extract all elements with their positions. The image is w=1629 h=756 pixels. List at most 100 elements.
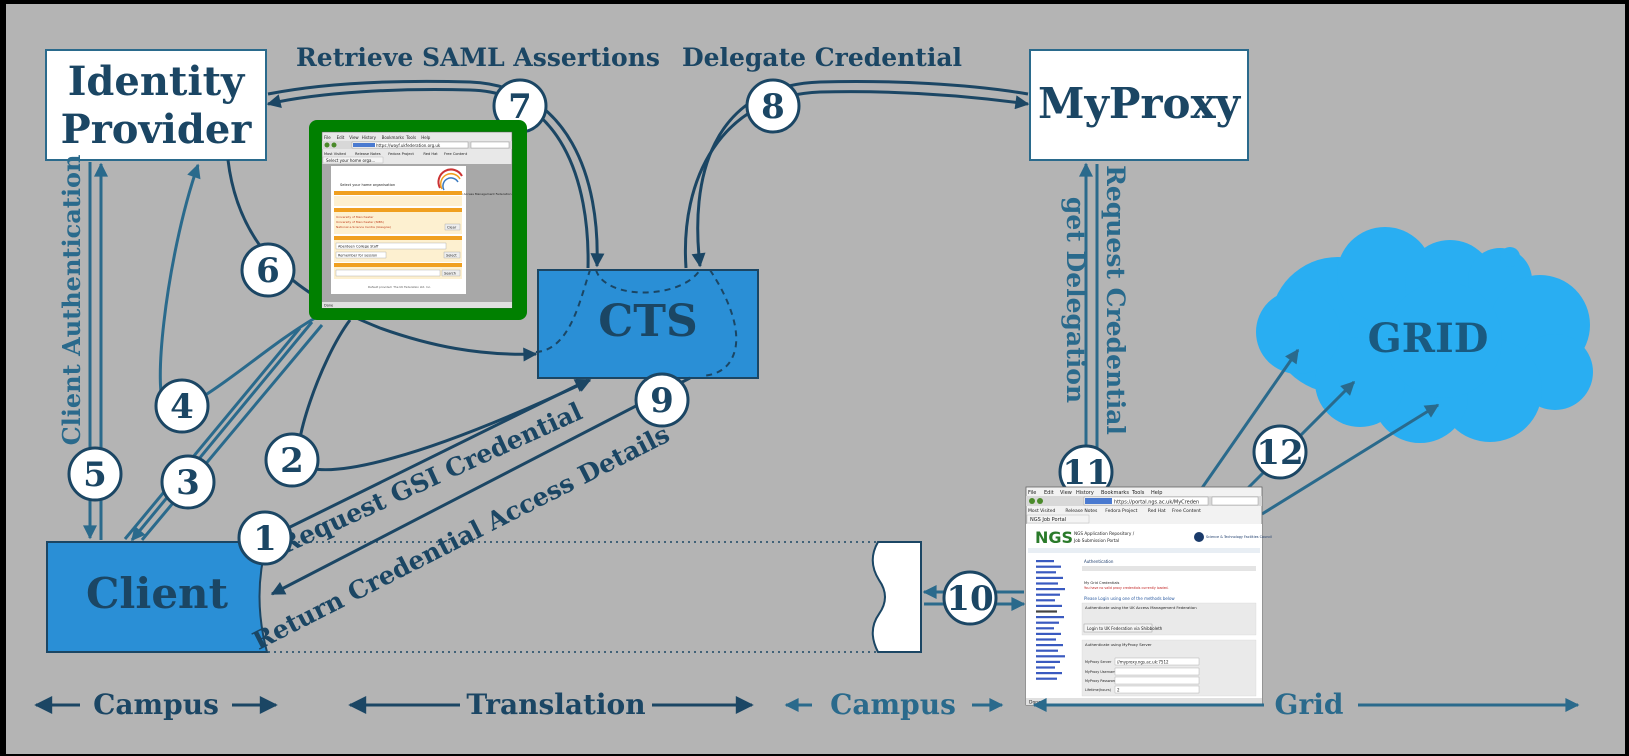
ngs-nav-link[interactable] bbox=[1036, 571, 1056, 574]
ngs-nav-link[interactable] bbox=[1036, 565, 1061, 568]
ukamf-org-2[interactable]: University of Manchester (NIBS) bbox=[336, 220, 384, 224]
ngs-nav-link[interactable] bbox=[1036, 632, 1061, 635]
client-label: Client bbox=[86, 569, 229, 618]
ngs-forward-icon[interactable] bbox=[1037, 498, 1043, 504]
ngs-ukamf-section-title: Authenticate using the UK Access Managem… bbox=[1085, 605, 1197, 610]
ngs-bookmark-0[interactable]: Most Visited bbox=[1028, 508, 1056, 514]
lifetime-input[interactable] bbox=[1114, 685, 1200, 694]
ukamf-search-button[interactable] bbox=[441, 269, 461, 277]
ngs-nav-link[interactable] bbox=[1036, 677, 1057, 680]
grid-label: GRID bbox=[1368, 315, 1489, 362]
ukamf-bookmark-1[interactable]: Release Notes bbox=[355, 152, 381, 156]
step-6-label: 6 bbox=[256, 251, 280, 291]
ngs-menu-help[interactable]: Help bbox=[1151, 490, 1162, 496]
step-10-label: 10 bbox=[946, 579, 993, 619]
ukamf-search-input[interactable] bbox=[335, 269, 441, 277]
ukamf-bookmarks-bar: Most Visited Release Notes Fedora Project R… bbox=[324, 152, 468, 156]
arrow-3-b bbox=[123, 327, 302, 540]
ukamf-info-box bbox=[334, 196, 462, 206]
shibboleth-login-button[interactable] bbox=[1083, 623, 1153, 633]
ukamf-org-3[interactable]: National e-Science Centre (Glasgow) bbox=[336, 225, 391, 229]
ukamf-menu-help[interactable]: Help bbox=[421, 135, 431, 140]
ukamf-menu-view[interactable]: View bbox=[349, 135, 359, 140]
ukamf-menu-history[interactable]: History bbox=[362, 135, 377, 140]
ukamf-menu-tools[interactable]: Tools bbox=[405, 135, 416, 140]
ngs-nav-link[interactable] bbox=[1036, 576, 1063, 579]
ngs-url-bar[interactable] bbox=[1083, 496, 1209, 506]
forward-icon[interactable] bbox=[331, 142, 337, 148]
back-icon[interactable] bbox=[324, 142, 330, 148]
zone-grid-label: Grid bbox=[1275, 688, 1344, 721]
ngs-bookmark-3[interactable]: Red Hat bbox=[1148, 508, 1166, 514]
ngs-menu-view[interactable]: View bbox=[1060, 490, 1072, 496]
ngs-nav-link[interactable] bbox=[1036, 644, 1063, 647]
ngs-menu-tools[interactable]: Tools bbox=[1131, 490, 1145, 496]
ngs-menu-history[interactable]: History bbox=[1076, 490, 1094, 496]
ngs-bookmark-1[interactable]: Release Notes bbox=[1065, 508, 1098, 514]
ukamf-tab[interactable] bbox=[322, 156, 384, 164]
ngs-menu-edit[interactable]: Edit bbox=[1044, 490, 1054, 496]
ukamf-search-box[interactable] bbox=[470, 141, 510, 149]
cts-label: CTS bbox=[598, 296, 698, 347]
ngs-nav-link[interactable] bbox=[1036, 588, 1065, 591]
ukamf-select-label: Select bbox=[446, 254, 457, 258]
myproxy-username-input[interactable] bbox=[1114, 667, 1200, 676]
myproxy-password-input[interactable] bbox=[1114, 676, 1200, 685]
ngs-back-icon[interactable] bbox=[1029, 498, 1035, 504]
ukamf-bookmark-3[interactable]: Red Hat bbox=[423, 152, 438, 156]
step-1-label: 1 bbox=[253, 519, 277, 559]
ngs-nav-link[interactable] bbox=[1036, 560, 1054, 563]
ukamf-menu-bookmarks[interactable]: Bookmarks bbox=[382, 135, 404, 140]
ngs-tab[interactable] bbox=[1026, 514, 1090, 524]
myproxy-server-select[interactable] bbox=[1114, 657, 1200, 666]
ukamf-status-text: Done bbox=[324, 304, 333, 308]
ngs-menu-bookmarks[interactable]: Bookmarks bbox=[1101, 490, 1129, 496]
ngs-nav-link[interactable] bbox=[1036, 672, 1062, 675]
ngs-nav-link[interactable] bbox=[1036, 604, 1062, 607]
label-retrieve-saml: Retrieve SAML Assertions bbox=[296, 43, 660, 72]
arrow-8-dash bbox=[595, 269, 701, 294]
ngs-nav-link[interactable] bbox=[1036, 582, 1058, 585]
ngs-nav-link[interactable] bbox=[1036, 610, 1057, 613]
ukamf-menu-file[interactable]: File bbox=[324, 135, 331, 140]
ukamf-bookmark-0[interactable]: Most Visited bbox=[324, 152, 346, 156]
ngs-nav-link[interactable] bbox=[1036, 666, 1055, 669]
ngs-nav-link[interactable] bbox=[1036, 621, 1059, 624]
ngs-portal-title-2: Job Submission Portal bbox=[1073, 538, 1119, 543]
ukamf-menu-edit[interactable]: Edit bbox=[337, 135, 345, 140]
ngs-bookmark-4[interactable]: Free Content bbox=[1172, 508, 1201, 514]
ngs-nav-link[interactable] bbox=[1036, 655, 1065, 658]
myproxy-password-label: MyProxy Password bbox=[1085, 679, 1116, 683]
ngs-nav-link[interactable] bbox=[1036, 593, 1060, 596]
ngs-search-box[interactable] bbox=[1211, 496, 1259, 506]
ukamf-url-highlight bbox=[353, 143, 375, 147]
ngs-ukamf-panel bbox=[1081, 602, 1257, 636]
arrow-12-a bbox=[1200, 348, 1300, 489]
ukamf-remember-select[interactable] bbox=[335, 251, 387, 259]
ukamf-url-bar[interactable] bbox=[351, 141, 469, 149]
ngs-nav-link[interactable] bbox=[1036, 660, 1060, 663]
ngs-credentials-title: My Grid Credentials bbox=[1084, 581, 1120, 585]
ukamf-org-select[interactable] bbox=[335, 242, 447, 250]
step-9-marker: 9 bbox=[634, 372, 690, 428]
ukamf-select-button[interactable] bbox=[443, 251, 461, 259]
ngs-nav-link[interactable] bbox=[1036, 649, 1058, 652]
ngs-bookmark-2[interactable]: Fedora Project bbox=[1105, 508, 1137, 514]
ngs-nav-link[interactable] bbox=[1036, 616, 1064, 619]
ukamf-bookmark-4[interactable]: Free Content bbox=[444, 152, 468, 156]
ukamf-orange-bar-1 bbox=[334, 191, 462, 195]
ngs-myproxy-section-title: Authenticate using MyProxy Server bbox=[1085, 642, 1152, 647]
ukamf-logo-arc-blue bbox=[442, 177, 459, 191]
ngs-menu-file[interactable]: File bbox=[1028, 490, 1036, 496]
arrow-7-a bbox=[535, 269, 591, 353]
arrow-1-request bbox=[283, 378, 590, 532]
ngs-nav-link[interactable] bbox=[1036, 599, 1055, 602]
ukamf-clear-button[interactable] bbox=[444, 223, 461, 231]
label-get-delegation: get Delegation bbox=[1061, 197, 1090, 403]
ngs-nav-link[interactable] bbox=[1036, 638, 1056, 641]
ngs-logo: NGS bbox=[1035, 528, 1073, 547]
ukamf-bookmark-2[interactable]: Fedora Project bbox=[388, 152, 414, 156]
ngs-nav-link[interactable] bbox=[1036, 627, 1054, 630]
ukamf-tab-title: Select your home orga... bbox=[326, 158, 375, 163]
ukamf-org-1[interactable]: University of Manchester bbox=[336, 215, 374, 219]
